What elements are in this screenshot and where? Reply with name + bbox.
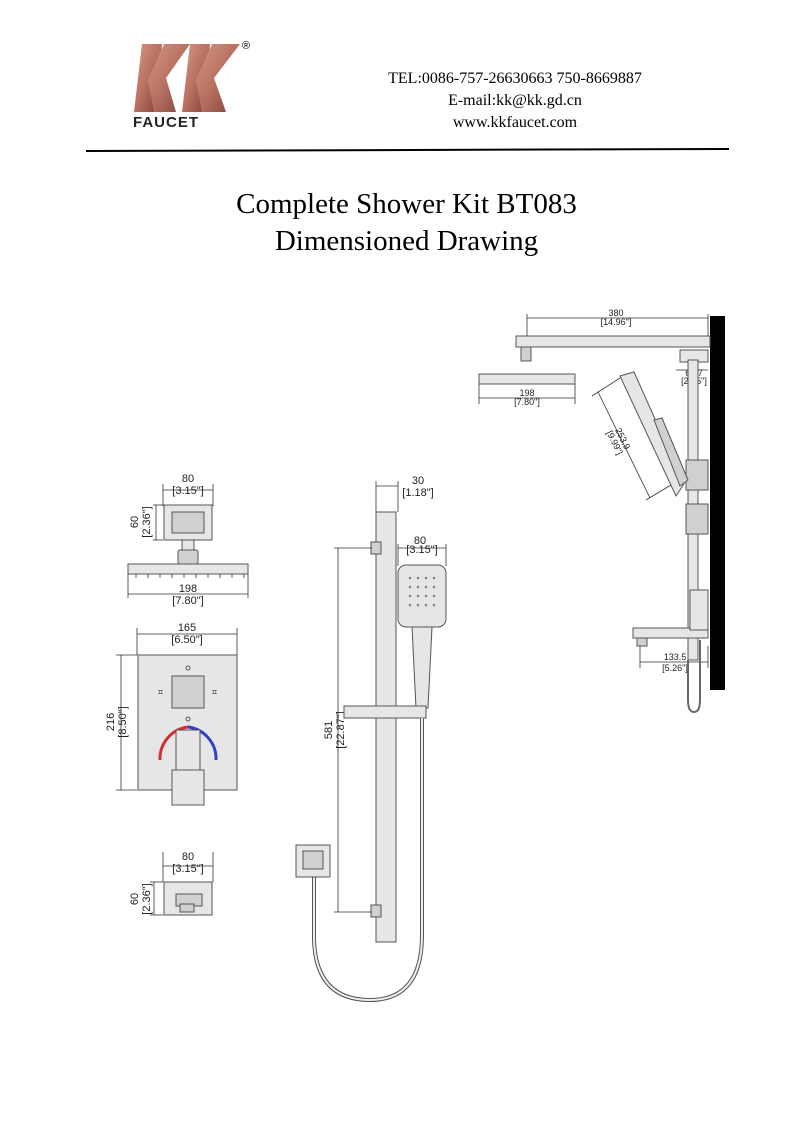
- dim-trim-height-in: [8.50"]: [117, 706, 129, 737]
- diverter-mark-left: ⌗: [158, 687, 163, 697]
- kk-logo: [134, 44, 240, 112]
- dim-bar-length-mm: 581: [323, 721, 335, 739]
- title-line-2: Dimensioned Drawing: [274, 225, 539, 257]
- dim-trim-width-in: [6.50"]: [171, 634, 202, 646]
- dim-spout-height-mm: 60: [129, 893, 141, 905]
- dim-bar-width-mm: 30: [412, 475, 424, 487]
- side-view: 380 [14.96"] 198 [7.80"] 64.7 [2.55"] 25…: [478, 308, 725, 714]
- dim-head-width-front-in: [7.80"]: [172, 595, 203, 607]
- brand-word: FAUCET: [133, 114, 199, 131]
- website: www.kkfaucet.com: [452, 114, 578, 131]
- dim-arm-mount-height-mm: 60: [129, 516, 141, 528]
- dim-arm-mount-width-mm: 80: [182, 473, 194, 485]
- dim-spout-reach-in: [5.26"]: [662, 663, 688, 673]
- valve-trim-front-view: 165 [6.50"] 216 [8.50"] ⌗ ⌗: [105, 622, 238, 806]
- dim-head-width-side-mm: 198: [519, 388, 534, 398]
- dim-arm-mount-height-in: [2.36"]: [141, 506, 153, 537]
- arm-mount-front-view: 80 [3.15"] 60 [2.36"] 198 [7.80"]: [127, 473, 249, 607]
- dim-arm-mount-width-in: [3.15"]: [172, 485, 203, 497]
- dim-head-width-front-mm: 198: [179, 583, 197, 595]
- diverter-mark-right: ⌗: [212, 687, 217, 697]
- contact-block: TEL:0086-757-26630663 750-8669887 E-mail…: [340, 68, 690, 134]
- hand-shower-nozzles: [408, 576, 436, 607]
- tub-spout-front-view: 80 [3.15"] 60 [2.36"]: [129, 851, 214, 916]
- telephone: TEL:0086-757-26630663 750-8669887: [388, 70, 642, 87]
- dim-spout-reach-mm: 133.5: [664, 652, 687, 662]
- dim-bar-length-in: [22.87"]: [335, 711, 347, 749]
- dim-spout-width-mm: 80: [182, 851, 194, 863]
- title-line-1: Complete Shower Kit BT083: [236, 188, 577, 220]
- slide-bar-assembly: 30 [1.18"] 581 [22.87"] 80 [3.15"]: [295, 475, 447, 1003]
- dim-arm-reach-in: [14.96"]: [601, 317, 632, 327]
- dim-head-width-side-in: [7.80"]: [514, 397, 540, 407]
- dim-trim-height-mm: 216: [105, 713, 117, 731]
- dim-arm-reach-mm: 380: [608, 308, 623, 318]
- wall: [710, 316, 725, 690]
- dim-hand-width-in: [3.15"]: [406, 544, 437, 556]
- dim-spout-height-in: [2.36"]: [141, 883, 153, 914]
- registered-mark: ®: [242, 40, 251, 52]
- dim-spout-width-in: [3.15"]: [172, 863, 203, 875]
- dim-bar-width-in: [1.18"]: [402, 487, 433, 499]
- email: E-mail:kk@kk.gd.cn: [448, 92, 582, 109]
- head-nozzles: [135, 574, 245, 578]
- page-title: Complete Shower Kit BT083 Dimensioned Dr…: [0, 186, 793, 260]
- dim-hand-width-mm: 80: [414, 535, 426, 547]
- dim-trim-width-mm: 165: [178, 622, 196, 634]
